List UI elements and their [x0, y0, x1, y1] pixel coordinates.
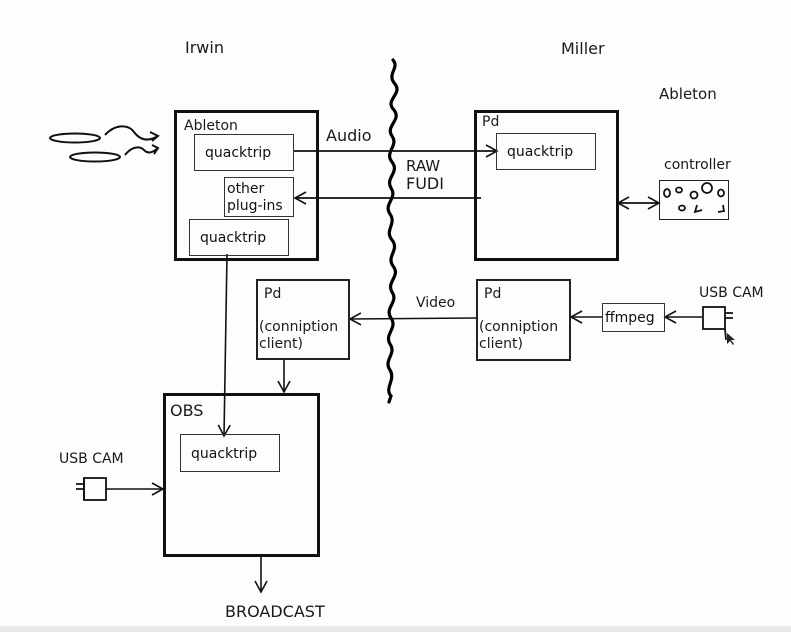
fudi-link-label: FUDI — [406, 174, 444, 193]
network-divider — [386, 58, 399, 404]
conniption-left-body-1: (conniption — [259, 319, 339, 335]
conniption-client-left[interactable]: Pd (conniption client) — [256, 279, 350, 360]
person-irwin-label: Irwin — [185, 38, 224, 57]
other-plugins-box[interactable]: other plug-ins — [224, 177, 294, 217]
usb-cam-right-icon — [702, 306, 733, 341]
controller-label: controller — [664, 157, 731, 173]
conniption-right-title: Pd — [484, 286, 502, 302]
obs-quacktrip-label: quacktrip — [191, 446, 258, 462]
controller-device[interactable] — [659, 180, 729, 220]
irwin-ableton-title: Ableton — [184, 118, 238, 134]
ffmpeg-box[interactable]: ffmpeg — [602, 303, 665, 332]
conniption-right-body-2: client) — [479, 336, 523, 352]
usb-cam-left-icon — [76, 477, 107, 501]
irwin-quacktrip-recv-label: quacktrip — [200, 230, 267, 246]
video-link-label: Video — [416, 295, 456, 311]
miller-quacktrip-label: quacktrip — [507, 144, 574, 160]
broadcast-label: BROADCAST — [225, 602, 325, 621]
miller-quacktrip[interactable]: quacktrip — [496, 133, 596, 170]
audio-link-label: Audio — [326, 126, 372, 145]
irwin-quacktrip-send[interactable]: quacktrip — [194, 134, 294, 171]
bottom-edge — [0, 626, 791, 632]
ableton-obs-link — [217, 253, 231, 438]
irwin-quacktrip-recv[interactable]: quacktrip — [189, 219, 289, 256]
person-miller-label: Miller — [561, 39, 605, 58]
obs-box: OBS — [163, 393, 320, 557]
instruments-icon — [49, 125, 160, 163]
obs-quacktrip[interactable]: quacktrip — [180, 434, 280, 472]
conniption-left-body-2: client) — [259, 336, 303, 352]
miller-pd-box: Pd — [474, 110, 619, 261]
irwin-quacktrip-send-label: quacktrip — [205, 145, 272, 161]
usb-cam-left-label: USB CAM — [59, 451, 124, 467]
miller-ableton-label: Ableton — [659, 85, 717, 103]
usb-cam-right-label: USB CAM — [699, 285, 764, 301]
conniption-client-right[interactable]: Pd (conniption client) — [476, 279, 571, 361]
other-plugins-label: other plug-ins — [227, 181, 283, 214]
controller-knobs-icon — [663, 182, 726, 214]
video-link — [348, 312, 477, 326]
irwin-ableton-box: Ableton — [174, 110, 319, 261]
obs-title: OBS — [170, 401, 204, 420]
miller-pd-title: Pd — [482, 114, 500, 130]
raw-link-label: RAW — [406, 157, 441, 175]
conniption-left-title: Pd — [264, 286, 282, 302]
mouse-cursor-icon — [727, 333, 735, 345]
ffmpeg-label: ffmpeg — [605, 310, 655, 326]
conniption-right-body-1: (conniption — [479, 319, 559, 335]
